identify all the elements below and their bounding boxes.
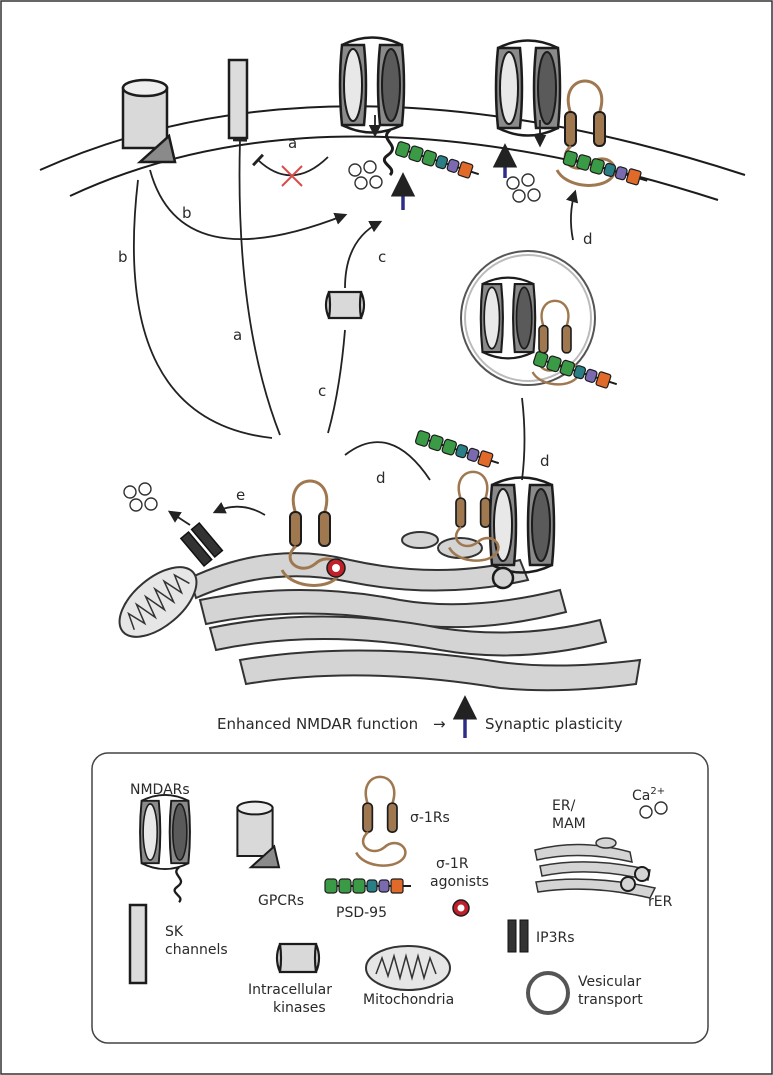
sigma1r-agonist [326, 558, 346, 578]
pathway-e [212, 501, 266, 516]
legend-kinase-icon [275, 942, 321, 974]
legend-vesicular-label-2: transport [578, 992, 643, 1008]
intracellular-kinase [324, 290, 366, 320]
legend-nmdar [139, 793, 191, 904]
label-d2: d [540, 452, 550, 470]
legend-agonist-icon [452, 899, 470, 917]
pathway-d-mid [521, 397, 526, 481]
psd95-4 [413, 428, 502, 471]
ca-vesicles-2 [506, 173, 541, 203]
legend-mitochondria-label: Mitochondria [363, 992, 454, 1008]
er-mam [188, 531, 642, 692]
label-c1: c [378, 248, 386, 266]
psd95-1 [393, 139, 482, 182]
legend-ca-label: Ca2+ [632, 786, 665, 804]
legend-sk-label-2: channels [165, 942, 228, 958]
legend-agonist-label-2: agonists [430, 874, 489, 890]
ca-vesicles-3 [123, 482, 158, 512]
nmdar-membrane-1 [338, 36, 406, 177]
legend-ca-sup: 2+ [650, 786, 665, 797]
legend-rer-ribosome-2 [634, 866, 650, 882]
pathway-b-lower [132, 179, 273, 439]
legend-er-label-1: ER/ [552, 798, 576, 814]
pathway-d-lower [344, 441, 431, 481]
legend-ca-base: Ca [632, 788, 650, 804]
gpcr [121, 78, 177, 164]
ip3rs [179, 521, 224, 568]
legend-sk-icon [128, 903, 148, 985]
caption-right: Synaptic plasticity [485, 715, 623, 733]
label-b2: b [118, 248, 128, 266]
pathway-a [232, 138, 281, 436]
legend-sigma1rs-label: σ-1Rs [410, 810, 450, 826]
legend-gpcr [236, 800, 281, 869]
pathway-d-upper [566, 189, 579, 241]
pathway-c-lower [327, 329, 346, 434]
inhibition-cross [281, 165, 303, 187]
pathway-b-upper [149, 169, 348, 240]
transport-vesicle [460, 250, 596, 386]
sk-channel [227, 58, 249, 140]
legend-rer-ribosome-1 [620, 876, 636, 892]
legend-rer-label: rER [648, 894, 673, 910]
legend-sk-label-1: SK [165, 924, 184, 940]
ca-vesicles-1 [348, 160, 383, 190]
legend-gpcrs-label: GPCRs [258, 893, 304, 909]
legend-psd95-label: PSD-95 [336, 905, 387, 921]
legend-er-label-2: MAM [552, 816, 586, 832]
label-e: e [236, 486, 245, 504]
legend-kinase-label-2: kinases [273, 1000, 326, 1016]
pathway-c-upper [344, 220, 383, 289]
inhibition-arc-a [252, 153, 329, 187]
legend-ca-vesicles [639, 801, 668, 819]
label-a2: a [233, 326, 242, 344]
legend-vesicular-label-1: Vesicular [578, 974, 641, 990]
label-d3: d [376, 469, 386, 487]
nmdar-er [488, 476, 556, 574]
legend-agonist-label-1: σ-1R [436, 856, 469, 872]
rer-ribosome [491, 566, 515, 590]
label-c2: c [318, 382, 326, 400]
legend-ip3rs-label: IP3Rs [536, 930, 575, 946]
legend-kinase-label-1: Intracellular [248, 982, 332, 998]
label-b1: b [182, 204, 192, 222]
legend-vesicular-icon [526, 971, 570, 1015]
caption-left: Enhanced NMDAR function [217, 715, 418, 733]
nmdar-vesicle [479, 276, 537, 360]
legend-ip3r-icon [507, 919, 529, 953]
caption-arrow: → [433, 715, 446, 733]
legend-mitochondria-icon [365, 945, 451, 991]
ca-release-arrow [167, 510, 191, 526]
label-d1: d [583, 230, 593, 248]
legend-nmdars-label: NMDARs [130, 782, 190, 798]
label-a1: a [288, 134, 297, 152]
mitochondrion [118, 566, 198, 638]
